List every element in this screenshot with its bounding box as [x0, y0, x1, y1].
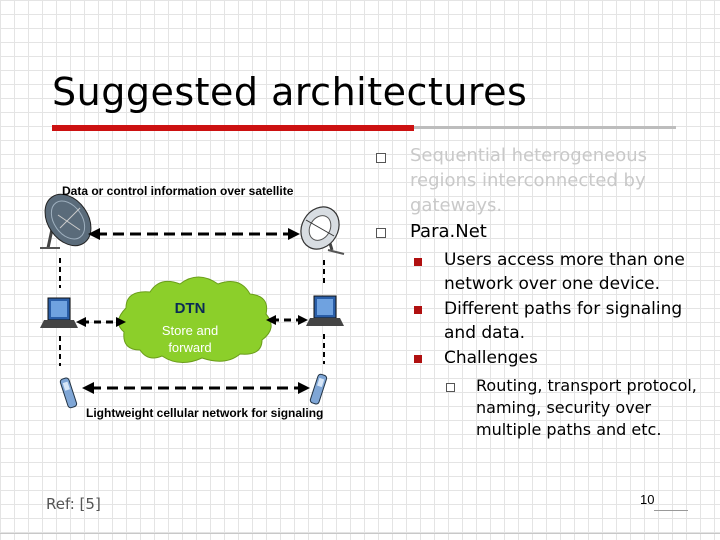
satellite-dish-right-icon	[300, 206, 345, 255]
sub-bullet-text-1: Users access more than one network over …	[444, 250, 685, 294]
cellular-label: Lightweight cellular network for signali…	[86, 406, 324, 420]
sub-sub-bullet-text-1: Routing, transport protocol, naming, sec…	[476, 376, 697, 439]
cloud-title: DTN	[174, 300, 206, 317]
vertical-links	[59, 258, 325, 366]
laptop-left-icon	[40, 297, 78, 328]
bullet-text-1: Sequential heterogeneous regions interco…	[410, 145, 648, 216]
sub-bullet-text-3: Challenges	[444, 348, 538, 368]
satellite-link	[88, 228, 300, 240]
cellular-link	[82, 382, 310, 394]
footer-rule	[654, 510, 688, 511]
sub-bullet-text-2: Different paths for signaling and data.	[444, 299, 683, 343]
satellite-label: Data or control information over satelli…	[62, 184, 294, 198]
cloud-subtitle: Store and forward	[161, 323, 219, 355]
satellite-dish-left-icon	[40, 193, 92, 249]
bottom-border	[0, 533, 720, 534]
phone-right-icon	[309, 373, 328, 405]
slide-title: Suggested architectures	[52, 70, 528, 114]
dtn-cloud-icon	[118, 276, 272, 363]
title-underline-accent	[52, 125, 414, 131]
laptop-cloud-links	[76, 315, 308, 327]
sub-bullet-marker	[414, 355, 422, 363]
sub-bullet-marker	[414, 258, 422, 266]
page-number: 10	[640, 492, 655, 507]
bullet-text-2: Para.Net	[410, 221, 487, 242]
laptop-right-icon	[306, 295, 344, 326]
sub-bullet-marker	[414, 306, 422, 314]
title-underline-rule	[414, 126, 676, 129]
phone-left-icon	[59, 377, 78, 409]
bullet-marker	[376, 153, 386, 163]
architecture-diagram	[40, 193, 345, 409]
bullet-marker	[376, 228, 386, 238]
sub-sub-bullet-marker	[446, 383, 455, 392]
reference-note: Ref: [5]	[46, 495, 101, 513]
